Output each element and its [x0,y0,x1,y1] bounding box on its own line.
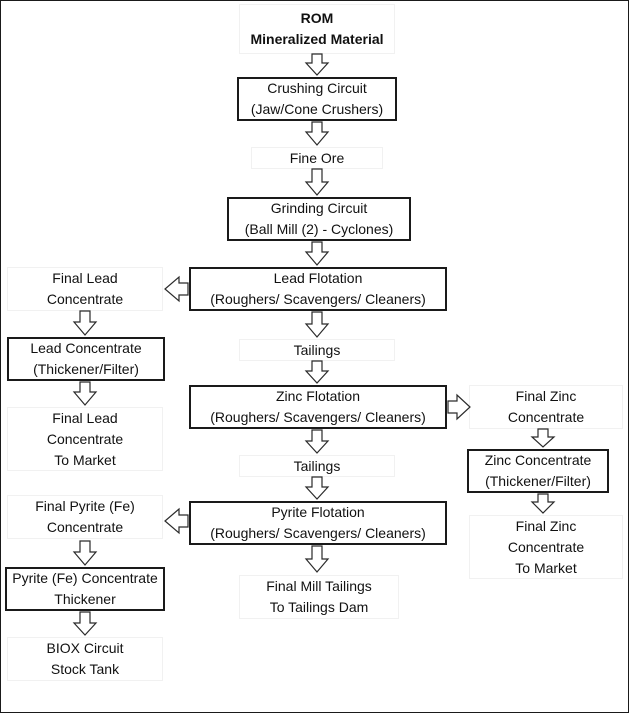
node-zinc-concentrate-line2: (Thickener/Filter) [485,473,591,489]
node-pyrite-concentrate-line1: Pyrite (Fe) Concentrate [12,570,158,586]
node-pyrite-concentrate-line2: Thickener [54,591,116,607]
node-zinc-flotation: Zinc Flotation (Roughers/ Scavengers/ Cl… [189,385,447,429]
node-rom: ROM Mineralized Material [239,4,395,54]
node-final-zinc-to-market: Final Zinc Concentrate To Market [469,515,623,579]
node-lead-concentrate: Lead Concentrate (Thickener/Filter) [7,337,165,381]
node-tailings-2-line1: Tailings [293,457,341,474]
node-pyrite-flotation: Pyrite Flotation (Roughers/ Scavengers/ … [189,501,447,545]
node-final-mill-tailings-line1: Final Mill Tailings [266,578,372,594]
node-rom-line1: ROM [300,10,334,26]
node-final-lead-to-market: Final Lead Concentrate To Market [7,407,163,471]
node-pyrite-flotation-line1: Pyrite Flotation [271,504,365,520]
arrow-pyrite-concentrate-to-biox [72,611,98,636]
arrow-lead-flotation-to-final-lead [164,275,189,303]
node-tailings-1-line1: Tailings [293,341,341,358]
node-grinding-line1: Grinding Circuit [270,200,368,216]
node-final-lead-concentrate-line2: Concentrate [46,291,124,307]
node-final-zinc-market-line3: To Market [515,559,577,576]
node-final-pyrite-concentrate-line2: Concentrate [46,519,124,535]
node-biox-line2: Stock Tank [50,661,120,677]
node-zinc-concentrate-line1: Zinc Concentrate [484,452,592,468]
arrow-lead-concentrate-to-market [72,381,98,406]
node-lead-flotation-line1: Lead Flotation [273,270,363,286]
arrow-zinc-concentrate-to-market [530,493,556,514]
node-final-mill-tailings: Final Mill Tailings To Tailings Dam [239,575,399,619]
arrow-rom-to-crushing [304,53,330,76]
arrow-final-pyrite-to-pyrite-concentrate [72,540,98,566]
node-final-zinc-concentrate-line1: Final Zinc [515,388,577,404]
node-final-zinc-concentrate-line2: Concentrate [507,409,585,425]
arrow-fine-ore-to-grinding [304,168,330,196]
node-crushing-line1: Crushing Circuit [267,80,367,96]
node-final-lead-market-line3: To Market [54,451,116,468]
arrow-final-lead-to-lead-concentrate [72,310,98,336]
node-fine-ore: Fine Ore [251,147,383,169]
node-biox-line1: BIOX Circuit [46,640,124,656]
arrow-crushing-to-fine-ore [304,121,330,146]
node-crushing-line2: (Jaw/Cone Crushers) [250,101,384,117]
node-biox-circuit: BIOX Circuit Stock Tank [7,637,163,681]
node-pyrite-concentrate: Pyrite (Fe) Concentrate Thickener [5,567,165,611]
arrow-grinding-to-lead-flotation [304,241,330,266]
node-final-mill-tailings-line2: To Tailings Dam [269,599,369,615]
node-final-lead-market-line1: Final Lead [52,409,118,426]
node-zinc-concentrate: Zinc Concentrate (Thickener/Filter) [467,449,609,493]
node-crushing-circuit: Crushing Circuit (Jaw/Cone Crushers) [237,77,397,121]
arrow-pyrite-flotation-to-final-pyrite [164,507,189,535]
node-lead-concentrate-line1: Lead Concentrate [30,340,142,356]
node-final-pyrite-concentrate: Final Pyrite (Fe) Concentrate [7,495,163,539]
node-rom-line2: Mineralized Material [250,31,384,47]
node-final-pyrite-concentrate-line1: Final Pyrite (Fe) [35,498,135,514]
node-zinc-flotation-line1: Zinc Flotation [275,388,361,404]
arrow-lead-flotation-to-tailings [304,311,330,338]
node-lead-flotation-line2: (Roughers/ Scavengers/ Cleaners) [210,291,426,307]
node-lead-concentrate-line2: (Thickener/Filter) [33,361,139,377]
node-tailings-2: Tailings [239,455,395,477]
node-grinding-circuit: Grinding Circuit (Ball Mill (2) - Cyclon… [227,197,411,241]
node-tailings-1: Tailings [239,339,395,361]
arrow-zinc-flotation-to-final-zinc [447,393,471,421]
arrow-tailings-to-pyrite-flotation [304,476,330,500]
arrow-zinc-flotation-to-tailings [304,429,330,454]
node-final-zinc-concentrate: Final Zinc Concentrate [469,385,623,429]
node-final-zinc-market-line2: Concentrate [507,538,585,555]
node-final-lead-concentrate-line1: Final Lead [52,270,118,286]
node-grinding-line2: (Ball Mill (2) - Cyclones) [244,221,394,237]
arrow-tailings-to-zinc-flotation [304,360,330,384]
node-pyrite-flotation-line2: (Roughers/ Scavengers/ Cleaners) [210,525,426,541]
node-lead-flotation: Lead Flotation (Roughers/ Scavengers/ Cl… [189,267,447,311]
node-zinc-flotation-line2: (Roughers/ Scavengers/ Cleaners) [210,409,426,425]
node-fine-ore-line1: Fine Ore [289,149,345,166]
node-final-lead-concentrate: Final Lead Concentrate [7,267,163,311]
arrow-pyrite-flotation-to-mill-tailings [304,545,330,573]
node-final-lead-market-line2: Concentrate [46,430,124,447]
arrow-final-zinc-to-zinc-concentrate [530,428,556,448]
node-final-zinc-market-line1: Final Zinc [515,517,577,534]
